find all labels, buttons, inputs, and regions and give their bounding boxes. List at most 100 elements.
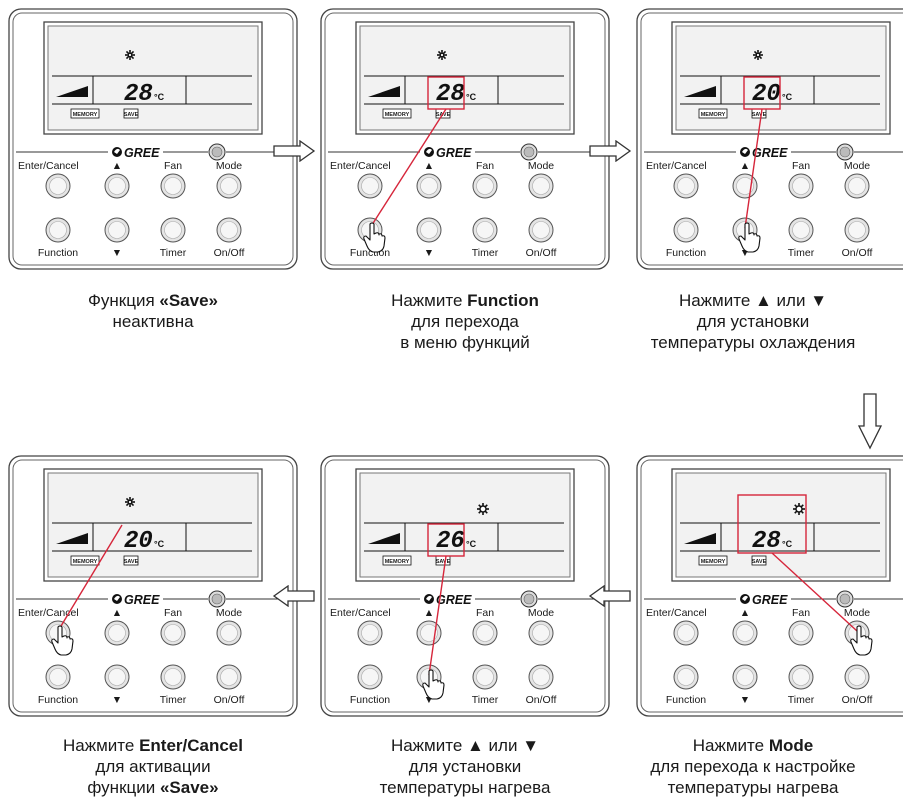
arrow-right-icon bbox=[272, 139, 316, 167]
sensor-inner bbox=[839, 593, 851, 605]
remote-body-inner bbox=[640, 459, 903, 713]
timer-label: Timer bbox=[472, 247, 499, 259]
button-inner bbox=[532, 668, 550, 686]
temperature-unit: °C bbox=[782, 92, 793, 102]
down-arrow-label: ▼ bbox=[424, 247, 434, 259]
hand-shape bbox=[850, 625, 873, 656]
caption-line: функции «Save» bbox=[87, 778, 219, 797]
button-inner bbox=[476, 177, 494, 195]
on-off-label: On/Off bbox=[526, 694, 557, 706]
button-inner bbox=[164, 624, 182, 642]
button-inner bbox=[220, 624, 238, 642]
button-inner bbox=[677, 668, 695, 686]
button-inner bbox=[361, 624, 379, 642]
caption-line: для активации bbox=[95, 757, 211, 776]
hand-pointer-icon bbox=[422, 669, 445, 700]
enter-cancel-label: Enter/Cancel bbox=[18, 160, 79, 172]
button-inner bbox=[532, 177, 550, 195]
sun-icon bbox=[793, 503, 805, 515]
gree-logo-mark-cut bbox=[426, 595, 432, 601]
function-label: Function bbox=[666, 694, 706, 706]
gree-logo-text: GREE bbox=[124, 593, 160, 607]
memory-label: MEMORY bbox=[385, 559, 410, 565]
button-inner bbox=[677, 221, 695, 239]
fan-speed-bars bbox=[56, 533, 88, 544]
enter-cancel-label: Enter/Cancel bbox=[330, 160, 391, 172]
pointer-line bbox=[771, 552, 858, 632]
down-arrow-label: ▼ bbox=[740, 247, 750, 259]
temperature-display: 20 bbox=[124, 528, 153, 555]
memory-label: MEMORY bbox=[701, 112, 726, 118]
gree-logo-text: GREE bbox=[124, 146, 160, 160]
button-inner bbox=[420, 624, 438, 642]
down-arrow-label: ▼ bbox=[424, 694, 434, 706]
snowflake-center bbox=[755, 52, 761, 58]
fan-label: Fan bbox=[164, 607, 182, 619]
fan-speed-bars bbox=[368, 86, 400, 97]
button-inner bbox=[677, 624, 695, 642]
pointer-line bbox=[369, 108, 447, 229]
memory-indicator bbox=[70, 555, 100, 566]
memory-indicator bbox=[698, 555, 728, 566]
button-inner bbox=[108, 177, 126, 195]
function-label: Function bbox=[38, 694, 78, 706]
caption-line: Нажмите Function bbox=[391, 291, 539, 310]
button-inner bbox=[848, 177, 866, 195]
remote-body-inner bbox=[12, 12, 294, 266]
mode-label: Mode bbox=[528, 607, 554, 619]
fan-speed-bars bbox=[684, 533, 716, 544]
hand-shape bbox=[738, 222, 761, 253]
hand-pointer-icon bbox=[738, 222, 761, 253]
sun-center bbox=[795, 505, 803, 513]
button-inner bbox=[476, 624, 494, 642]
button-inner bbox=[164, 177, 182, 195]
button-inner bbox=[220, 177, 238, 195]
snowflake-icon bbox=[125, 50, 135, 60]
remote-body-inner bbox=[324, 12, 606, 266]
up-arrow-label: ▲ bbox=[424, 160, 434, 172]
button-inner bbox=[476, 668, 494, 686]
gree-logo: GREE bbox=[740, 146, 788, 160]
sensor-inner bbox=[523, 593, 535, 605]
arrow-left-icon bbox=[588, 584, 632, 612]
button-inner bbox=[361, 668, 379, 686]
snowflake-icon bbox=[437, 50, 447, 60]
button-inner bbox=[476, 221, 494, 239]
button-inner bbox=[792, 668, 810, 686]
caption-line: температуры охлаждения bbox=[650, 333, 856, 352]
button-inner bbox=[532, 624, 550, 642]
fan-speed-bars bbox=[56, 86, 88, 97]
snowflake-icon bbox=[125, 497, 135, 507]
timer-label: Timer bbox=[160, 694, 187, 706]
sun-icon bbox=[477, 503, 489, 515]
up-arrow-label: ▲ bbox=[740, 607, 750, 619]
save-label: SAVE bbox=[436, 112, 451, 118]
function-label: Function bbox=[38, 247, 78, 259]
button-inner bbox=[361, 177, 379, 195]
hand-shape bbox=[422, 669, 445, 700]
button-inner bbox=[736, 177, 754, 195]
temperature-unit: °C bbox=[782, 539, 793, 549]
temperature-display: 28 bbox=[752, 528, 781, 555]
memory-label: MEMORY bbox=[701, 559, 726, 565]
enter-cancel-label: Enter/Cancel bbox=[330, 607, 391, 619]
arrow-left-icon bbox=[272, 584, 316, 612]
caption-line: Нажмите Enter/Cancel bbox=[63, 736, 243, 755]
gree-logo-text: GREE bbox=[752, 146, 788, 160]
gree-logo: GREE bbox=[424, 593, 472, 607]
gree-logo-mark-cut bbox=[426, 148, 432, 154]
fan-speed-bars bbox=[684, 86, 716, 97]
temperature-unit: °C bbox=[466, 539, 477, 549]
hand-shape bbox=[363, 222, 386, 253]
mode-label: Mode bbox=[216, 607, 242, 619]
timer-label: Timer bbox=[160, 247, 187, 259]
caption-step-1: Функция «Save»неактивна bbox=[3, 290, 303, 332]
caption-line: Нажмите ▲ или ▼ bbox=[678, 291, 828, 310]
mode-label: Mode bbox=[844, 607, 870, 619]
